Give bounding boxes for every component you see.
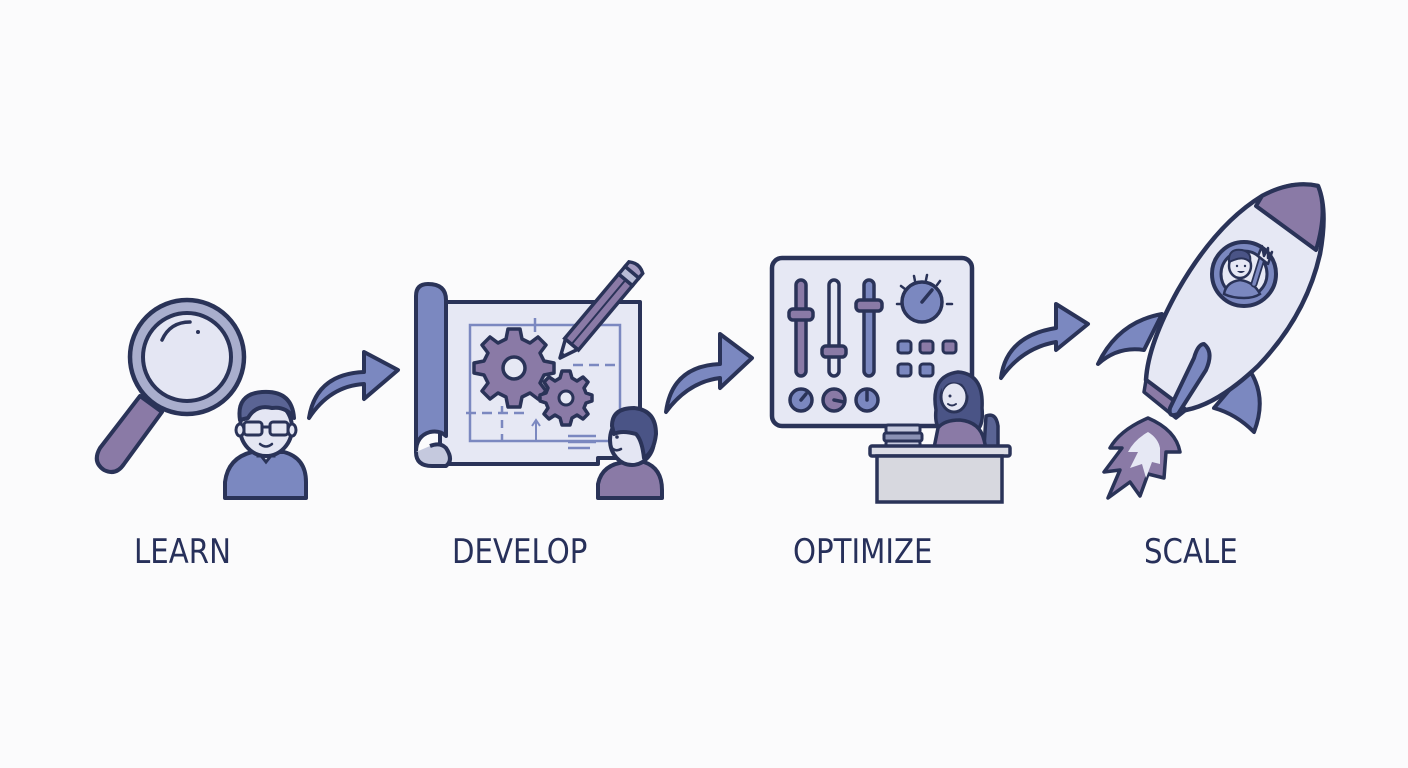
rocket-icon xyxy=(1096,182,1326,500)
curved-arrow-icon xyxy=(664,332,754,414)
stage-label-develop: DEVELOP xyxy=(452,532,588,572)
person-with-glasses-icon xyxy=(223,389,308,500)
pencil-icon xyxy=(558,259,645,360)
stage-label-scale: SCALE xyxy=(1144,532,1238,572)
stage-label-learn: LEARN xyxy=(134,532,231,572)
control-panel-icon xyxy=(769,255,975,429)
gears-icon xyxy=(472,327,594,427)
magnifying-glass-icon xyxy=(94,297,247,474)
curved-arrow-icon xyxy=(999,302,1090,380)
person-profile-icon xyxy=(596,406,664,500)
stage-label-optimize: OPTIMIZE xyxy=(793,532,933,572)
person-at-desk-icon xyxy=(868,370,1012,504)
curved-arrow-icon xyxy=(307,350,400,420)
